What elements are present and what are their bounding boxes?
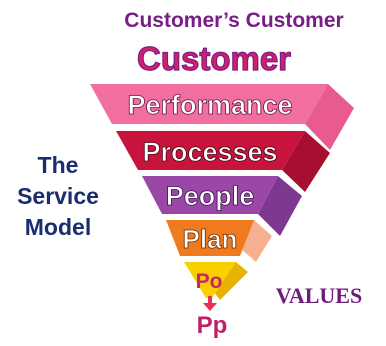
tier-plan-face bbox=[166, 220, 254, 256]
tier-processes-side bbox=[282, 131, 330, 192]
tier-po-label: Po bbox=[196, 270, 223, 293]
side-title-line-3: Model bbox=[25, 214, 91, 240]
tier-performance-face bbox=[90, 84, 328, 124]
tier-processes: Processes bbox=[116, 131, 330, 192]
tier-people-label: People bbox=[166, 181, 255, 211]
tier-plan-side bbox=[240, 220, 272, 262]
tier-people: People bbox=[142, 176, 302, 236]
tier-po: Po bbox=[184, 262, 248, 300]
tier-processes-label: Processes bbox=[142, 137, 277, 167]
tier-performance: Performance bbox=[90, 84, 354, 150]
down-arrow-icon bbox=[203, 296, 217, 311]
customers-customer-label: Customer’s Customer bbox=[124, 9, 343, 32]
tier-processes-face bbox=[116, 131, 305, 170]
tier-plan-label: Plan bbox=[183, 224, 238, 254]
tier-people-side bbox=[258, 176, 302, 236]
tier-po-side bbox=[214, 262, 248, 300]
tier-performance-side bbox=[305, 84, 354, 150]
side-title-line-2: Service bbox=[17, 183, 99, 209]
customer-label: Customer bbox=[137, 40, 291, 77]
tier-people-face bbox=[142, 176, 278, 214]
values-label: VALUES bbox=[276, 283, 362, 308]
tier-po-face bbox=[184, 262, 236, 298]
tier-performance-label: Performance bbox=[127, 90, 292, 120]
pp-label: Pp bbox=[197, 312, 228, 339]
side-title-line-1: The bbox=[38, 152, 79, 178]
tier-plan: Plan bbox=[166, 220, 272, 262]
